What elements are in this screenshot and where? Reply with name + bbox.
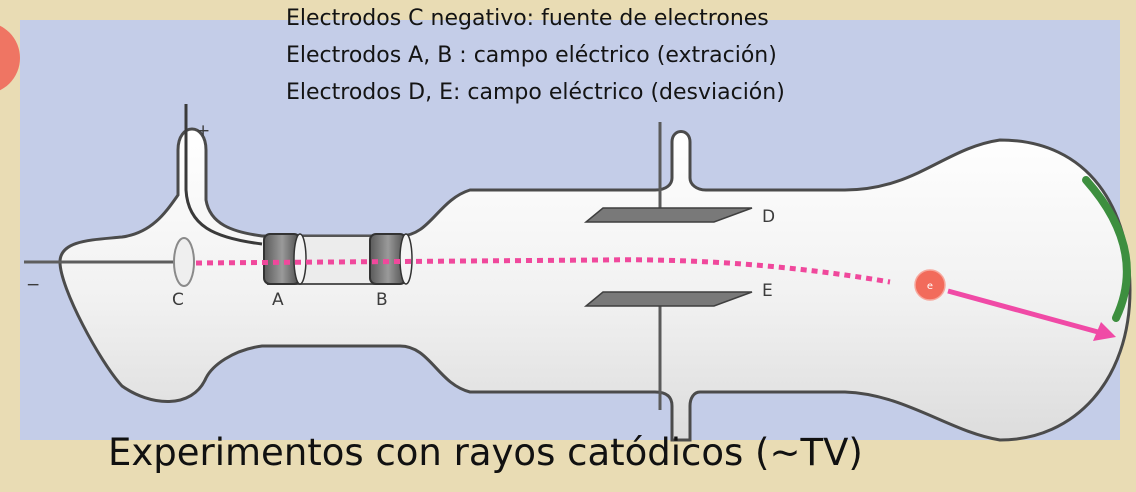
- decorative-circle: [0, 25, 20, 91]
- plate-d: [583, 207, 753, 223]
- label-e: E: [762, 281, 773, 301]
- glass-tube: [58, 127, 1132, 442]
- trajectory-arrowhead: [1093, 322, 1116, 341]
- trajectory-arrow-shaft: [947, 288, 1099, 335]
- electron-beam-path: [195, 257, 891, 285]
- electron-symbol: e: [927, 281, 933, 292]
- anode-wire: [184, 104, 263, 246]
- legend-line-deflection: Electrodos D, E: campo eléctrico (desvia…: [286, 80, 785, 105]
- cathode-c: [173, 237, 195, 287]
- label-a: A: [272, 290, 284, 310]
- diagram-caption: Experimentos con rayos catódicos (~TV): [108, 431, 863, 474]
- phosphor-screen: [1082, 176, 1131, 322]
- anode-a-face: [293, 233, 307, 285]
- legend-line-extraction: Electrodos A, B : campo eléctrico (extra…: [286, 43, 777, 68]
- label-c: C: [172, 290, 184, 310]
- label-d: D: [762, 207, 775, 227]
- electron-icon: [914, 269, 946, 301]
- legend-line-cathode: Electrodos C negativo: fuente de electro…: [286, 6, 769, 31]
- plate-e: [583, 291, 753, 307]
- label-plus: +: [196, 121, 210, 141]
- label-minus: −: [26, 275, 40, 295]
- label-b: B: [376, 290, 388, 310]
